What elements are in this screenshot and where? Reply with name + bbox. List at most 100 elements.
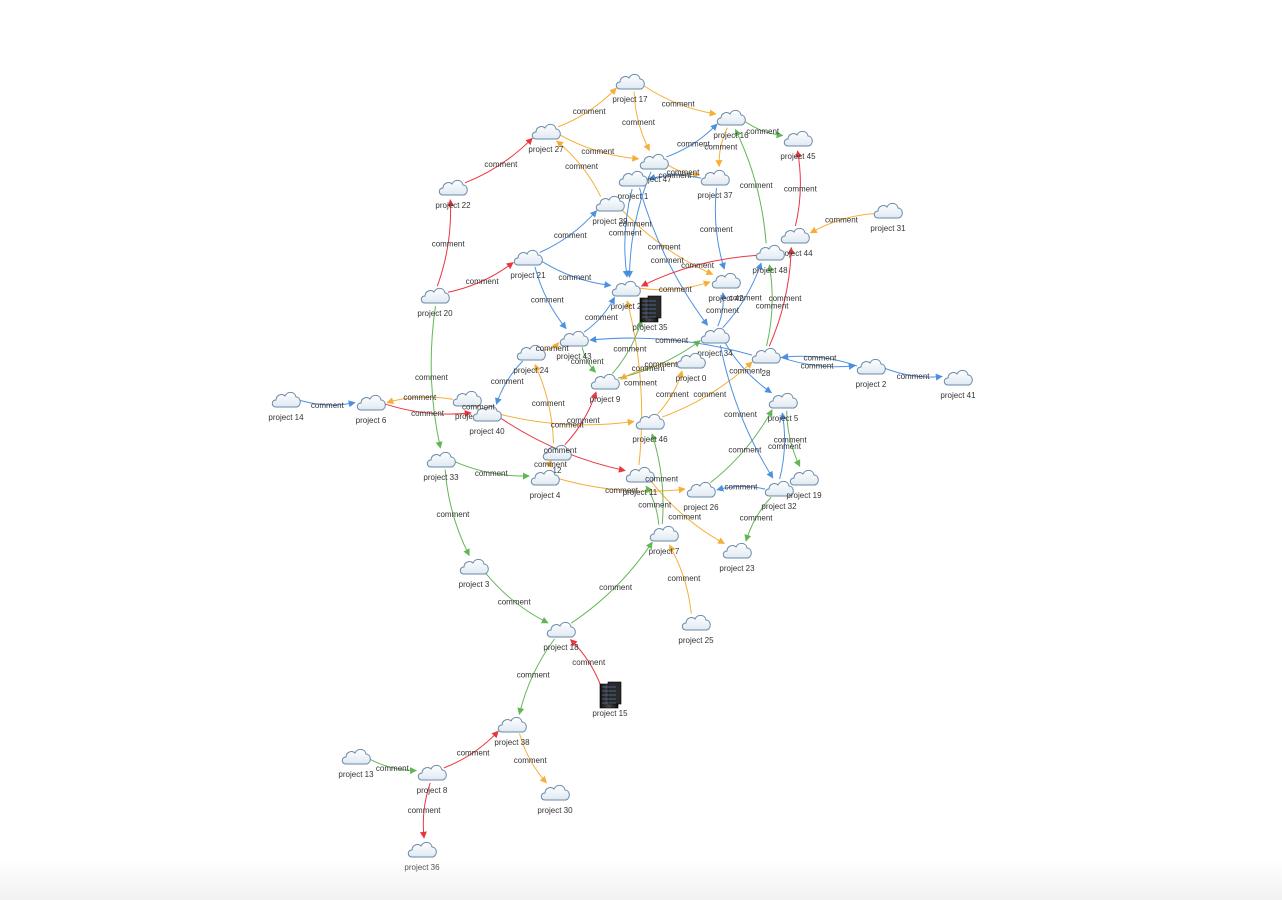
node-p46[interactable]: project 46 — [632, 413, 668, 444]
node-p2x[interactable]: project 2 — [611, 280, 642, 311]
edge-p27-p17[interactable] — [557, 87, 617, 128]
edge-pX-p6[interactable] — [386, 396, 454, 405]
node-p25[interactable]: project 25 — [678, 614, 714, 645]
edge-p44-p45[interactable] — [794, 150, 803, 227]
node-p9[interactable]: project 9 — [590, 373, 621, 404]
edge-p17-p16[interactable] — [642, 84, 717, 117]
edge-p47-p37[interactable] — [667, 164, 701, 179]
node-p42[interactable]: project 42 — [708, 272, 744, 303]
edge-p7-p46[interactable] — [650, 433, 664, 525]
node-p37[interactable]: project 37 — [697, 169, 733, 200]
node-p16[interactable]: project 16 — [713, 109, 749, 140]
edge-p6-p40[interactable] — [384, 403, 472, 418]
edge-p8-p36[interactable] — [419, 782, 431, 839]
edge-p11-p2x[interactable] — [625, 300, 643, 466]
edge-p18-p38[interactable] — [517, 638, 555, 716]
edge-p1-p2x[interactable] — [622, 188, 633, 278]
edge-p37-p1[interactable] — [648, 173, 702, 181]
node-p4[interactable]: project 4 — [530, 469, 561, 500]
node-p3[interactable]: project 3 — [459, 558, 490, 589]
node-p26[interactable]: project 26 — [683, 481, 719, 512]
node-p13[interactable]: project 13 — [338, 748, 374, 779]
node-p24[interactable]: project 24 — [513, 344, 549, 375]
edge-p13-p8[interactable] — [369, 758, 418, 775]
node-p40[interactable]: project 40 — [469, 405, 505, 436]
edge-p34-p5[interactable] — [724, 342, 773, 394]
node-p20[interactable]: project 20 — [417, 287, 453, 318]
node-p2[interactable]: project 2 — [856, 358, 887, 389]
node-p36[interactable]: project 36 — [404, 841, 440, 872]
node-p15[interactable]: project 15 — [592, 681, 628, 718]
edge-p34-p42[interactable] — [717, 292, 727, 327]
edge-p20-p33[interactable] — [430, 305, 443, 449]
edge-p40-p46[interactable] — [500, 414, 635, 426]
edge-p14-p6[interactable] — [299, 399, 356, 408]
edge-p28-p48[interactable] — [766, 264, 774, 347]
node-p7[interactable]: project 7 — [649, 525, 680, 556]
edge-p46-p28[interactable] — [661, 361, 753, 418]
edge-p24-p40[interactable] — [495, 360, 524, 405]
edge-p22-p27[interactable] — [464, 137, 533, 184]
edge-p2-p28[interactable] — [781, 353, 858, 367]
node-pX[interactable]: project — [452, 390, 482, 421]
edge-p20-p22[interactable] — [436, 199, 455, 287]
node-p8[interactable]: project 8 — [417, 764, 448, 795]
edge-p46-p0[interactable] — [657, 370, 684, 415]
edge-p32-p26[interactable] — [716, 484, 766, 492]
edge-p39-p27[interactable] — [556, 140, 602, 197]
edge-p27-p47[interactable] — [559, 134, 640, 162]
edge-p31-p44[interactable] — [809, 213, 875, 234]
node-p44[interactable]: project 44 — [777, 227, 813, 258]
edge-p24-p43[interactable] — [544, 342, 560, 351]
edge-p21-p43[interactable] — [534, 266, 567, 330]
node-p12[interactable]: 12 — [542, 444, 572, 475]
node-p45[interactable]: project 45 — [780, 130, 816, 161]
edge-p16-p45[interactable] — [744, 120, 784, 139]
node-p21[interactable]: project 21 — [510, 249, 546, 280]
node-p23[interactable]: project 23 — [719, 542, 755, 573]
node-p41[interactable]: project 41 — [940, 369, 976, 400]
node-p47[interactable]: project 47 — [636, 153, 672, 184]
node-p17[interactable]: project 17 — [612, 73, 648, 104]
edge-p32-p5[interactable] — [779, 412, 787, 480]
node-p32[interactable]: project 32 — [761, 480, 797, 511]
node-p39[interactable]: project 39 — [592, 195, 628, 226]
node-p35[interactable]: project 35 — [632, 295, 668, 332]
node-p34[interactable]: project 34 — [697, 327, 733, 358]
node-p0[interactable]: project 0 — [676, 352, 707, 383]
node-p38[interactable]: project 38 — [494, 716, 530, 747]
edge-p38-p30[interactable] — [519, 733, 547, 784]
node-p28[interactable]: 28 — [751, 347, 781, 378]
node-p6[interactable]: project 6 — [356, 394, 387, 425]
edge-p9-p35[interactable] — [612, 319, 644, 374]
edge-p3-p18[interactable] — [484, 572, 549, 624]
edge-p48-p2x[interactable] — [640, 254, 757, 287]
edge-p8-p38[interactable] — [443, 730, 499, 769]
edge-p43-p9[interactable] — [581, 347, 597, 373]
edge-p28-p43[interactable] — [589, 335, 753, 356]
edge-p1-p34[interactable] — [639, 187, 709, 326]
edge-p21-p39[interactable] — [539, 210, 598, 253]
edge-p33-p4[interactable] — [454, 461, 530, 480]
edge-p34-p48[interactable] — [722, 262, 763, 329]
edge-p11-p23[interactable] — [650, 480, 726, 545]
edge-p12-p9[interactable] — [564, 391, 598, 446]
edge-p48-p16[interactable] — [734, 128, 767, 244]
edge-p7-p11[interactable] — [645, 485, 660, 525]
node-p33[interactable]: project 33 — [423, 451, 459, 482]
edge-p0-p9[interactable] — [619, 362, 678, 380]
edge-p43-p2x[interactable] — [583, 296, 615, 333]
edge-p39-p42[interactable] — [621, 209, 714, 275]
edge-p2x-p42[interactable] — [639, 280, 711, 291]
edge-p17-p47[interactable] — [633, 91, 650, 152]
edge-p18-p7[interactable] — [570, 541, 653, 624]
edge-p21-p2x[interactable] — [541, 260, 612, 289]
edge-p15-p18[interactable] — [570, 639, 603, 689]
edge-p4-p26[interactable] — [558, 478, 686, 494]
edge-p34-p32[interactable] — [719, 345, 774, 479]
node-p18[interactable]: project 18 — [543, 621, 579, 652]
edge-p12-p24[interactable] — [534, 363, 554, 444]
node-p27[interactable]: project 27 — [528, 123, 564, 154]
